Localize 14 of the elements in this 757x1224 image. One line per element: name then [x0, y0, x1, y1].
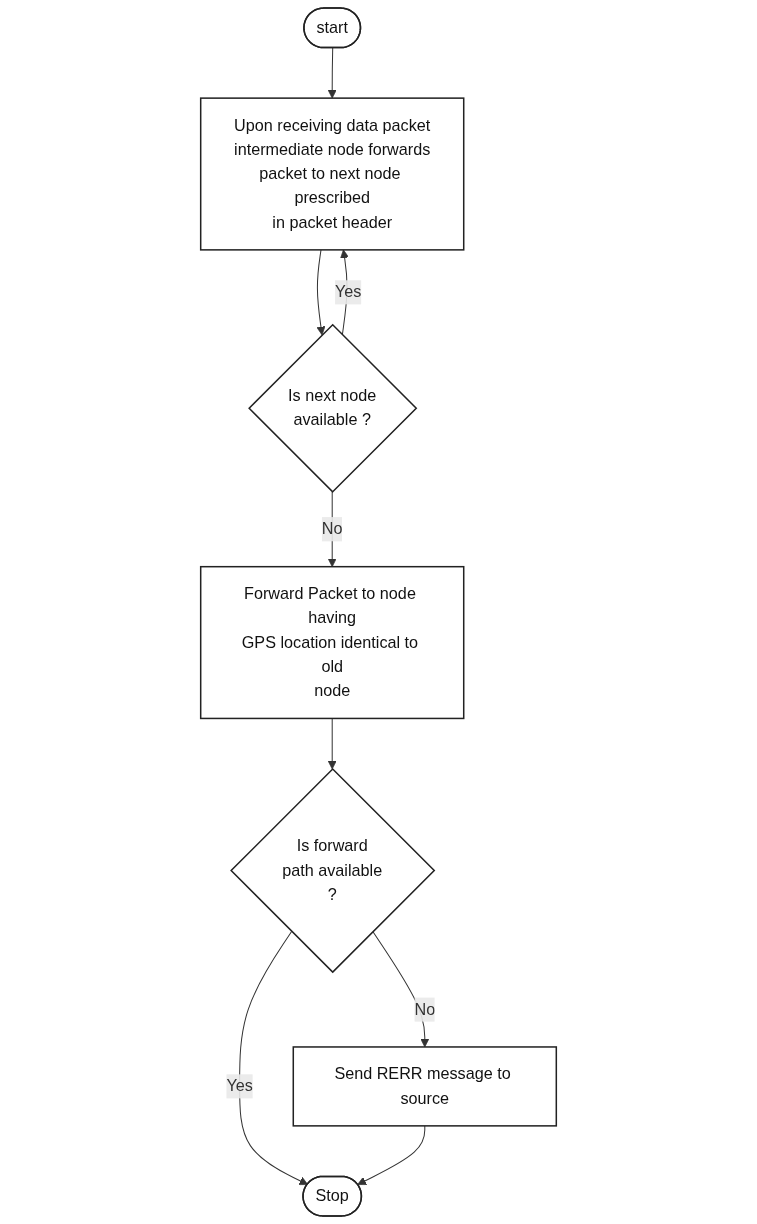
node-diamond: Is next node available ? [248, 323, 418, 493]
arrow [316, 249, 326, 336]
node-box: Forward Packet to node having GPS location identical to old node [199, 565, 465, 720]
arrow [327, 47, 337, 99]
node-box: Send RERR message to source [292, 1046, 558, 1127]
node-diamond: Is forward path available ? [230, 767, 436, 974]
edge-label: Yes [335, 283, 362, 301]
edge-label: No [321, 520, 343, 538]
node-box: Upon receiving data packet intermediate node forwards packet to next node prescribed in packet header [199, 97, 465, 251]
arrow [327, 717, 337, 770]
edge-label: Yes [226, 1077, 253, 1095]
arrow [357, 1125, 426, 1185]
edge-label: No [414, 1000, 436, 1018]
arrow [239, 931, 309, 1185]
